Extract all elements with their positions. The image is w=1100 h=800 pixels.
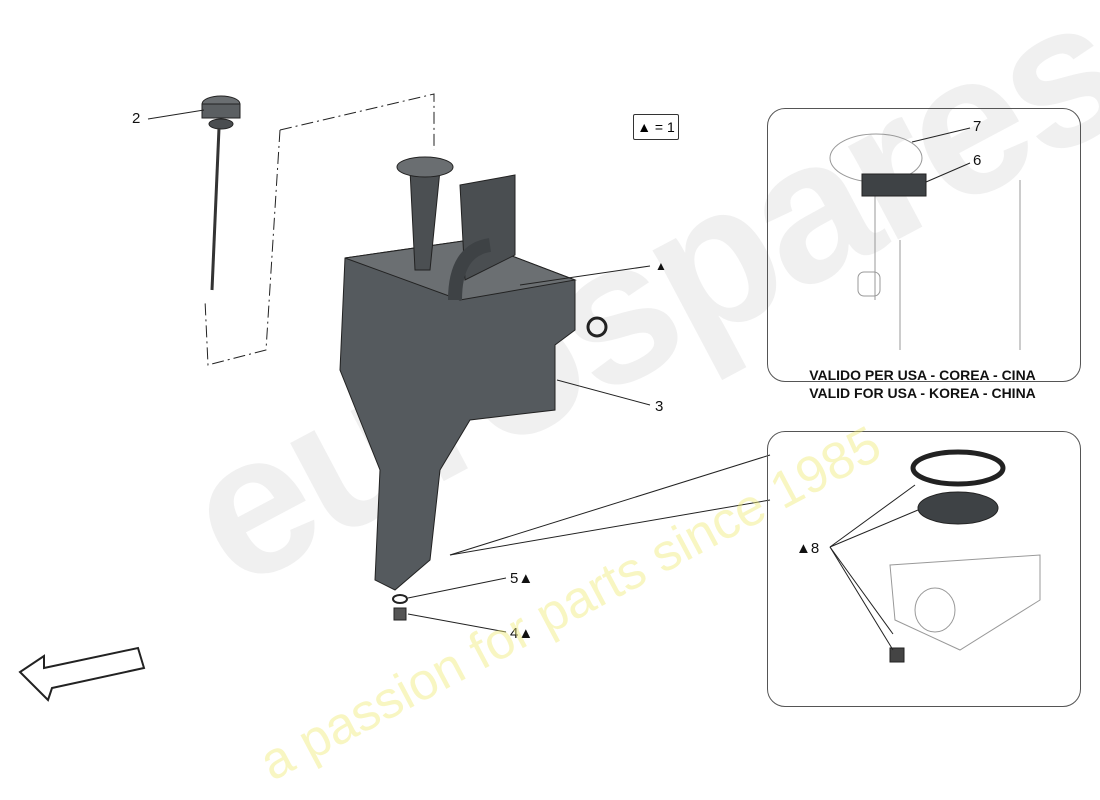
legend-box: ▲ = 1 xyxy=(633,114,679,140)
direction-arrow-icon xyxy=(18,646,146,702)
callout-7: 7 xyxy=(973,118,982,135)
reservoir-tank xyxy=(339,156,608,591)
callout-2: 2 xyxy=(132,110,141,127)
o-ring xyxy=(392,594,408,604)
inset-panel-seal xyxy=(767,431,1081,707)
callout-6: 6 xyxy=(973,152,982,169)
dipstick-cap xyxy=(201,95,241,291)
inset-panel-usa xyxy=(767,108,1081,382)
callout-triangle: ▲ xyxy=(655,259,667,273)
callout-3: 3 xyxy=(655,398,664,415)
callout-8: ▲8 xyxy=(796,540,820,557)
callout-4: 4▲ xyxy=(510,625,534,642)
inset-note-english: VALID FOR USA - KOREA - CHINA xyxy=(809,385,1036,401)
inset-sensor-detail xyxy=(829,133,1021,350)
callout-5: 5▲ xyxy=(510,570,534,587)
drain-plug xyxy=(393,607,407,621)
inset-seal-detail xyxy=(889,449,1041,663)
inset-note-italian: VALIDO PER USA - COREA - CINA xyxy=(809,367,1036,383)
